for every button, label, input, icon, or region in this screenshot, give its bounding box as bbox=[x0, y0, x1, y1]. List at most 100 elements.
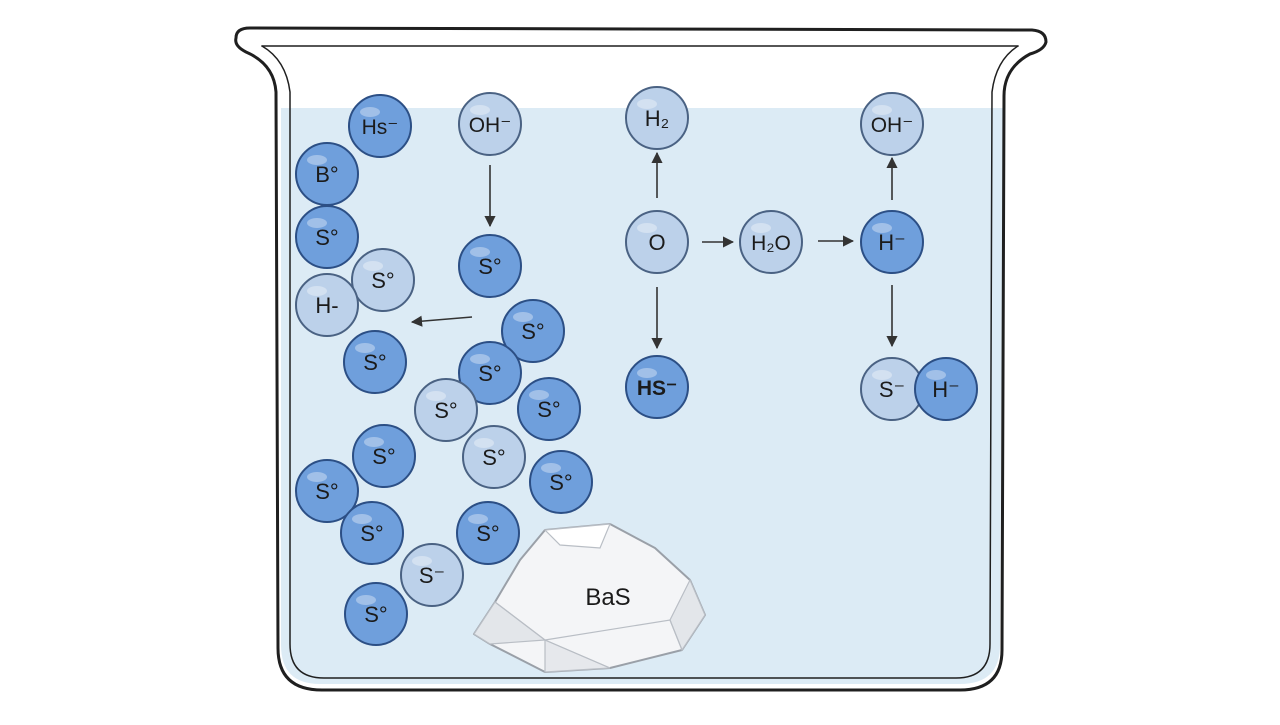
ion-o-mid: O bbox=[625, 210, 689, 274]
ion-highlight bbox=[307, 286, 327, 296]
ion-hs-bold: HS⁻ bbox=[625, 355, 689, 419]
ion-label: S° bbox=[360, 521, 383, 546]
ion-circle bbox=[501, 299, 565, 363]
ion-circle bbox=[295, 205, 359, 269]
ion-s-cluster-8: S° bbox=[529, 450, 593, 514]
ion-highlight bbox=[637, 223, 657, 233]
ion-label: S° bbox=[482, 445, 505, 470]
ion-highlight bbox=[470, 105, 490, 115]
ion-circle bbox=[914, 357, 978, 421]
ion-highlight bbox=[307, 472, 327, 482]
ion-highlight bbox=[426, 391, 446, 401]
ion-circle bbox=[625, 210, 689, 274]
ion-s-left-2: S° bbox=[351, 248, 415, 312]
ion-oh-right: OH⁻ bbox=[860, 92, 924, 156]
ion-circle bbox=[456, 501, 520, 565]
ion-circle bbox=[860, 210, 924, 274]
ion-s-cluster-2: S° bbox=[458, 341, 522, 405]
ion-label: S° bbox=[478, 361, 501, 386]
ion-label: H⁻ bbox=[932, 377, 960, 402]
ion-label: S° bbox=[372, 444, 395, 469]
ion-label: H- bbox=[315, 293, 338, 318]
ion-circle bbox=[739, 210, 803, 274]
ion-highlight bbox=[307, 155, 327, 165]
ion-circle bbox=[295, 459, 359, 523]
ion-highlight bbox=[364, 437, 384, 447]
ion-label: S° bbox=[476, 521, 499, 546]
ion-h-left: H- bbox=[295, 273, 359, 337]
ion-highlight bbox=[470, 247, 490, 257]
reaction-arrows bbox=[410, 151, 898, 350]
ion-b-left: B° bbox=[295, 142, 359, 206]
ion-label: S° bbox=[315, 479, 338, 504]
ion-label: S° bbox=[363, 350, 386, 375]
ion-circle bbox=[414, 378, 478, 442]
ion-label: HS⁻ bbox=[637, 377, 677, 400]
ion-s-cluster-3: S° bbox=[414, 378, 478, 442]
bas-crystal: BaS bbox=[473, 523, 706, 673]
ion-highlight bbox=[637, 368, 657, 378]
ion-circle bbox=[529, 450, 593, 514]
ion-label: S° bbox=[521, 319, 544, 344]
ion-label: S° bbox=[549, 470, 572, 495]
ion-circle bbox=[400, 543, 464, 607]
ion-s-right: S⁻ bbox=[860, 357, 924, 421]
ion-circle bbox=[625, 86, 689, 150]
ion-circle bbox=[517, 377, 581, 441]
ion-label: S⁻ bbox=[879, 377, 905, 402]
ion-s-cluster-6: S° bbox=[462, 425, 526, 489]
ion-circle bbox=[458, 92, 522, 156]
ion-highlight bbox=[872, 105, 892, 115]
ion-s-cluster-5: S° bbox=[352, 424, 416, 488]
ion-label: S° bbox=[434, 398, 457, 423]
ion-label: H₂O bbox=[751, 232, 791, 255]
ion-circle bbox=[860, 92, 924, 156]
arrow-to-left bbox=[410, 315, 473, 327]
ion-circle bbox=[458, 234, 522, 298]
ion-label: H⁻ bbox=[878, 230, 906, 255]
ion-circle bbox=[344, 582, 408, 646]
ion-label: S° bbox=[537, 397, 560, 422]
ion-label: Hs⁻ bbox=[362, 116, 399, 139]
ion-label: O bbox=[648, 230, 665, 255]
ion-h-right-bottom: H⁻ bbox=[914, 357, 978, 421]
ion-label: OH⁻ bbox=[469, 114, 512, 137]
ion-s-cluster-9: S° bbox=[340, 501, 404, 565]
ion-circle bbox=[351, 248, 415, 312]
ion-highlight bbox=[360, 107, 380, 117]
ion-label: S° bbox=[478, 254, 501, 279]
crystal-label: BaS bbox=[585, 584, 630, 611]
ion-label: OH⁻ bbox=[871, 114, 914, 137]
ion-s-cluster-1: S° bbox=[501, 299, 565, 363]
ion-highlight bbox=[751, 223, 771, 233]
ion-oh-top: OH⁻ bbox=[458, 92, 522, 156]
ion-highlight bbox=[474, 438, 494, 448]
ion-highlight bbox=[355, 343, 375, 353]
ion-highlight bbox=[637, 99, 657, 109]
ion-s-cluster-7: S° bbox=[295, 459, 359, 523]
ion-circle bbox=[340, 501, 404, 565]
ion-label: S⁻ bbox=[419, 563, 445, 588]
ion-highlight bbox=[541, 463, 561, 473]
ion-highlight bbox=[872, 223, 892, 233]
ion-hs-top-left: Hs⁻ bbox=[348, 94, 412, 158]
ion-h-right: H⁻ bbox=[860, 210, 924, 274]
ion-highlight bbox=[513, 312, 533, 322]
ions: Hs⁻B°S°S°H-S°OH⁻S°S°S°S°S°S°S°S°S°S°S°S⁻… bbox=[295, 86, 978, 646]
ion-s-cluster-4: S° bbox=[517, 377, 581, 441]
ion-label: S° bbox=[315, 225, 338, 250]
ion-s-left-1: S° bbox=[295, 205, 359, 269]
ion-highlight bbox=[352, 514, 372, 524]
ion-circle bbox=[352, 424, 416, 488]
ion-circle bbox=[458, 341, 522, 405]
ion-s-mid-top: S° bbox=[458, 234, 522, 298]
ion-circle bbox=[348, 94, 412, 158]
ion-highlight bbox=[356, 595, 376, 605]
ion-highlight bbox=[412, 556, 432, 566]
ion-highlight bbox=[529, 390, 549, 400]
ion-highlight bbox=[363, 261, 383, 271]
ion-highlight bbox=[872, 370, 892, 380]
ion-circle bbox=[295, 273, 359, 337]
ion-highlight bbox=[470, 354, 490, 364]
